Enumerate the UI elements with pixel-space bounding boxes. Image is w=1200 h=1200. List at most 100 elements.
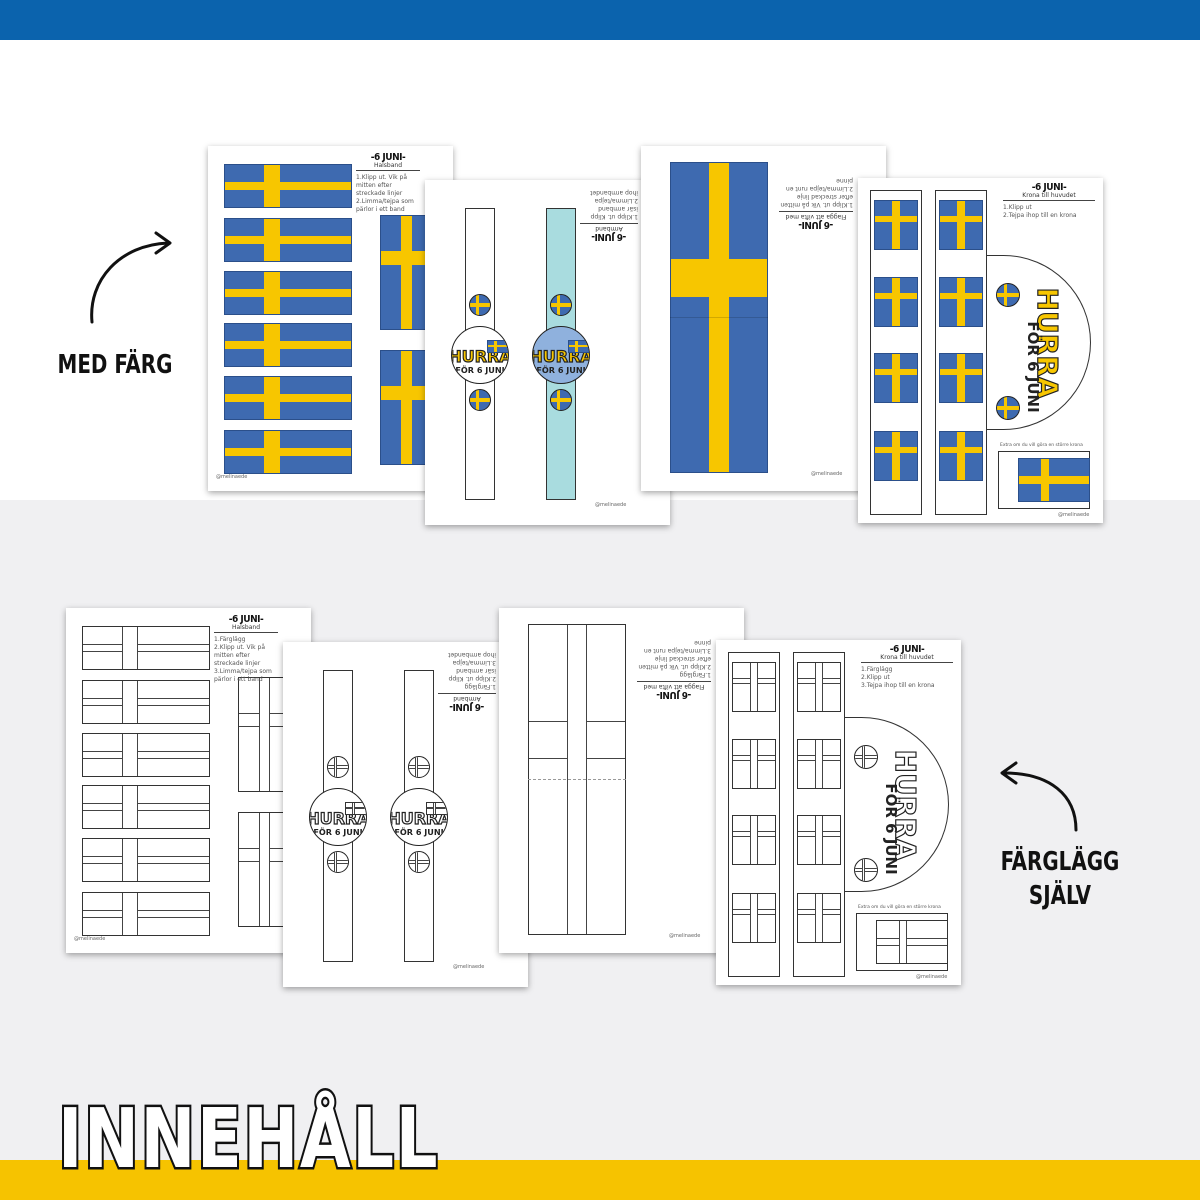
flag-cross: [225, 288, 351, 298]
flag-cross: [749, 740, 759, 788]
flag-icon: [238, 812, 291, 927]
flag-cross: [551, 398, 571, 402]
flag-cross: [877, 937, 947, 947]
flag-cross: [862, 859, 866, 881]
flag-cross: [749, 663, 759, 711]
flag-cross: [225, 340, 351, 350]
flag-cross: [264, 377, 280, 419]
badge-line: FÖR 6 JUNI: [394, 827, 444, 838]
round-flag-icon: [469, 294, 491, 316]
instruction-step: 2.Limma/tejpa som pärlor i ett band: [356, 198, 414, 213]
instructions-title: -6 JUNI-: [1031, 182, 1067, 193]
flag-cross: [470, 398, 490, 402]
flag-cross: [1004, 284, 1008, 306]
flag-cross: [225, 447, 351, 457]
flag-cross: [83, 697, 209, 707]
footer-handle: @melinaede: [811, 471, 843, 477]
flag-cross: [749, 816, 759, 864]
flag-cross: [551, 303, 571, 307]
flag-icon: [224, 271, 352, 315]
round-flag-icon: [996, 283, 1020, 307]
flag-cross: [855, 755, 877, 759]
flag-cross: [122, 839, 138, 881]
flag-cross: [264, 165, 280, 207]
flag-cross: [346, 807, 366, 810]
instruction-step: 2.Klipp ut: [861, 674, 890, 681]
flag-cross: [415, 757, 419, 777]
flag-icon: [732, 739, 776, 789]
instructions-subtitle: Halsband: [214, 624, 278, 633]
instruction-step: 1.Färglägg: [464, 683, 496, 690]
flag-cross: [891, 201, 901, 249]
flag-cross: [83, 855, 209, 865]
flag-icon: [939, 353, 983, 403]
instruction-step: 3.Limma/tejpa som pärlor i ett band: [214, 668, 272, 683]
instruction-step: 1.Färglägg: [861, 666, 893, 673]
flag-cross: [814, 740, 824, 788]
instructions-title: -6 JUNI-: [591, 231, 627, 242]
instructions-subtitle: Armband: [438, 693, 496, 702]
instruction-step: 2.Limma/tejpa runt en pinne: [785, 177, 853, 192]
flag-cross: [956, 201, 966, 249]
flag-cross: [862, 746, 866, 768]
instruction-step: 2.Limma/tejpa ihop armbandet: [590, 189, 638, 204]
flag-cross: [814, 894, 824, 942]
flag-icon: [797, 662, 841, 712]
flag-icon: [224, 164, 352, 208]
flag-cross: [891, 278, 901, 326]
flag-icon: [82, 733, 210, 777]
instruction-step: 1.Färglägg: [214, 636, 246, 643]
flag-icon: [670, 162, 768, 473]
round-flag-icon: [408, 851, 430, 873]
flag-cross: [997, 406, 1019, 410]
page-title: INNEHÅLL: [56, 1090, 440, 1190]
flag-icon: [568, 339, 589, 353]
flag-cross: [264, 219, 280, 261]
instruction-step: 1.Klipp ut. Vik på mitten efter streckad…: [780, 193, 853, 208]
badge-line: FÖR 6 JUNI: [536, 365, 586, 376]
flag-cross: [814, 816, 824, 864]
instructions-title: -6 JUNI-: [656, 689, 692, 700]
footer-handle: @melinaede: [74, 936, 106, 942]
flag-cross: [709, 163, 729, 472]
outline-label: FÄRGLÄGG SJÄLV: [996, 845, 1124, 913]
instructions-title: -6 JUNI-: [228, 614, 264, 625]
flag-cross: [470, 303, 490, 307]
flag-icon: [238, 677, 291, 792]
instructions-subtitle: Flagga att vifta med: [637, 681, 711, 690]
flag-cross: [122, 786, 138, 828]
footer-handle: @melinaede: [453, 964, 485, 970]
arrow-icon: [90, 231, 172, 324]
outline-label-line2: SJÄLV: [1028, 881, 1092, 911]
footer-handle: @melinaede: [916, 974, 948, 980]
extra-note: Extra om du vill göra en större krona: [858, 905, 941, 910]
flag-icon: [874, 277, 918, 327]
flag-cross: [122, 893, 138, 935]
flag-icon: [732, 893, 776, 943]
round-flag-icon: [550, 389, 572, 411]
flag-icon: [380, 215, 433, 330]
top-color-bar: [0, 0, 1200, 40]
flag-cross: [557, 390, 561, 410]
flag-cross: [122, 681, 138, 723]
flag-cross: [328, 860, 348, 864]
flag-cross: [575, 340, 578, 352]
flag-cross: [409, 860, 429, 864]
flag-cross: [956, 278, 966, 326]
instructions-title: -6 JUNI-: [370, 152, 406, 163]
arrow-icon: [1000, 761, 1078, 832]
flag-icon: [224, 430, 352, 474]
flag-icon: [82, 838, 210, 882]
flag-cross: [557, 295, 561, 315]
flag-cross: [1040, 459, 1050, 501]
flag-icon: [797, 739, 841, 789]
